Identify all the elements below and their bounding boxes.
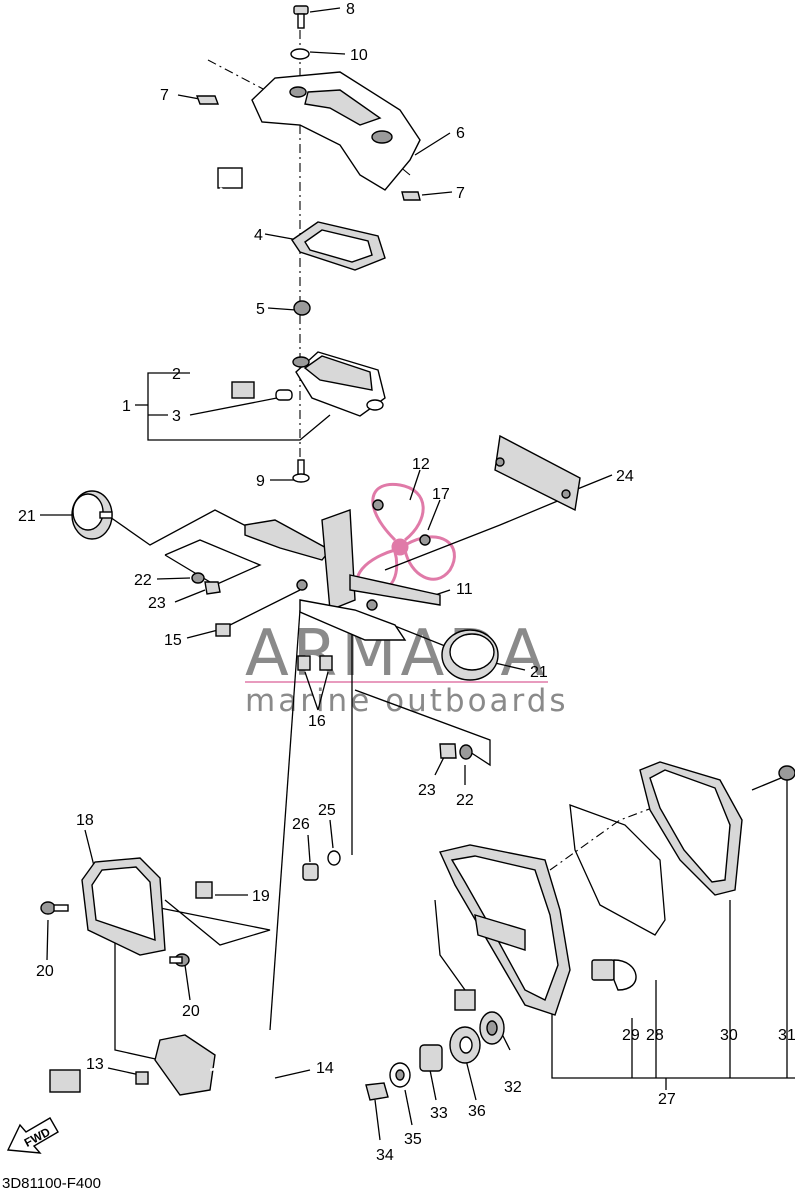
callout-1: 1 bbox=[122, 398, 131, 415]
callout-5: 5 bbox=[256, 301, 265, 318]
bolt-16-icon bbox=[297, 655, 333, 671]
bulb-3-icon bbox=[275, 389, 293, 401]
callout-25: 25 bbox=[318, 802, 336, 819]
callout-20-right: 20 bbox=[182, 1003, 200, 1020]
callout-26: 26 bbox=[292, 816, 310, 833]
callout-32: 32 bbox=[504, 1079, 522, 1096]
washer-35-icon bbox=[389, 1062, 411, 1088]
callout-2: 2 bbox=[172, 366, 181, 383]
screw-13-icon bbox=[135, 1071, 149, 1085]
pad-7-right-icon bbox=[401, 191, 421, 201]
screw-20-right-icon bbox=[169, 953, 190, 967]
washer-36-icon bbox=[449, 1026, 481, 1064]
bulb-29-icon bbox=[591, 959, 637, 991]
callout-8: 8 bbox=[346, 1, 355, 18]
callout-36: 36 bbox=[468, 1103, 486, 1120]
reflector-21-right-icon bbox=[441, 629, 499, 681]
clip-15-icon bbox=[215, 623, 231, 637]
meter-body-icon bbox=[292, 351, 386, 417]
callout-16: 16 bbox=[308, 713, 326, 730]
collar-26-icon bbox=[302, 863, 319, 881]
callout-9: 9 bbox=[256, 473, 265, 490]
diagram-code: 3D81100-F400 bbox=[2, 1175, 101, 1191]
callout-20-left: 20 bbox=[36, 963, 54, 980]
callout-21-left: 21 bbox=[18, 508, 36, 525]
callout-14: 14 bbox=[316, 1060, 334, 1077]
callout-17: 17 bbox=[432, 486, 450, 503]
watermark: ARMADA marine outboards bbox=[245, 482, 569, 719]
grommet-32-icon bbox=[479, 1011, 505, 1045]
pad-7-top-icon bbox=[195, 95, 220, 105]
callout-22-left: 22 bbox=[134, 572, 152, 589]
callout-21-right: 21 bbox=[530, 664, 548, 681]
bolt-8-icon bbox=[293, 5, 309, 29]
license-plate-24-icon bbox=[494, 434, 581, 512]
callout-18: 18 bbox=[76, 812, 94, 829]
washer-10-icon bbox=[290, 48, 310, 60]
callout-22-right: 22 bbox=[456, 792, 474, 809]
pad-19-icon bbox=[195, 881, 213, 899]
callout-labels: 8 10 7 6 7 4 5 2 1 3 9 12 17 24 21 22 23… bbox=[18, 1, 795, 1164]
rear-bracket-icon bbox=[244, 499, 441, 641]
tail-light-27-icon bbox=[434, 844, 571, 1016]
grommet-5-icon bbox=[293, 300, 311, 316]
tail-cover-18-icon bbox=[81, 857, 166, 956]
callout-7-right: 7 bbox=[456, 185, 465, 202]
callout-31: 31 bbox=[778, 1027, 795, 1044]
wire-harness-2-icon bbox=[203, 167, 255, 399]
callout-23-right: 23 bbox=[418, 782, 436, 799]
parts: FWD bbox=[6, 5, 795, 1154]
callout-35: 35 bbox=[404, 1131, 422, 1148]
meter-cover-6-icon bbox=[251, 71, 421, 191]
lens-30-icon bbox=[639, 761, 743, 896]
callout-29: 29 bbox=[622, 1027, 640, 1044]
reflector-21-left-icon bbox=[71, 490, 113, 540]
callout-33: 33 bbox=[430, 1105, 448, 1122]
washer-22-right-icon bbox=[459, 744, 473, 760]
callout-23-left: 23 bbox=[148, 595, 166, 612]
screw-20-left-icon bbox=[40, 901, 69, 915]
collar-33-icon bbox=[419, 1044, 443, 1072]
callout-11: 11 bbox=[456, 581, 473, 598]
callout-13: 13 bbox=[86, 1056, 104, 1073]
nut-34-icon bbox=[365, 1082, 389, 1101]
callout-10: 10 bbox=[350, 47, 368, 64]
gasket-28-icon bbox=[569, 804, 666, 936]
callout-24: 24 bbox=[616, 468, 634, 485]
callout-27: 27 bbox=[658, 1091, 676, 1108]
nut-23-left-icon bbox=[204, 581, 221, 595]
callout-19: 19 bbox=[252, 888, 270, 905]
washer-25-icon bbox=[327, 850, 341, 866]
screw-9-icon bbox=[292, 459, 310, 483]
lamp-base-icon bbox=[49, 1034, 274, 1137]
screw-31-icon bbox=[751, 765, 795, 791]
callout-12: 12 bbox=[412, 456, 430, 473]
callout-30: 30 bbox=[720, 1027, 738, 1044]
callout-4: 4 bbox=[254, 227, 263, 244]
callout-15: 15 bbox=[164, 632, 182, 649]
callout-7-top: 7 bbox=[160, 87, 169, 104]
callout-34: 34 bbox=[376, 1147, 394, 1164]
callout-6: 6 bbox=[456, 125, 465, 142]
nut-23-right-icon bbox=[439, 743, 457, 759]
callout-3: 3 bbox=[172, 408, 181, 425]
callout-28: 28 bbox=[646, 1027, 664, 1044]
watermark-tagline: marine outboards bbox=[245, 683, 569, 719]
fwd-arrow-icon: FWD bbox=[6, 1117, 59, 1154]
washer-22-left-icon bbox=[191, 572, 205, 584]
gasket-4-icon bbox=[291, 221, 386, 271]
